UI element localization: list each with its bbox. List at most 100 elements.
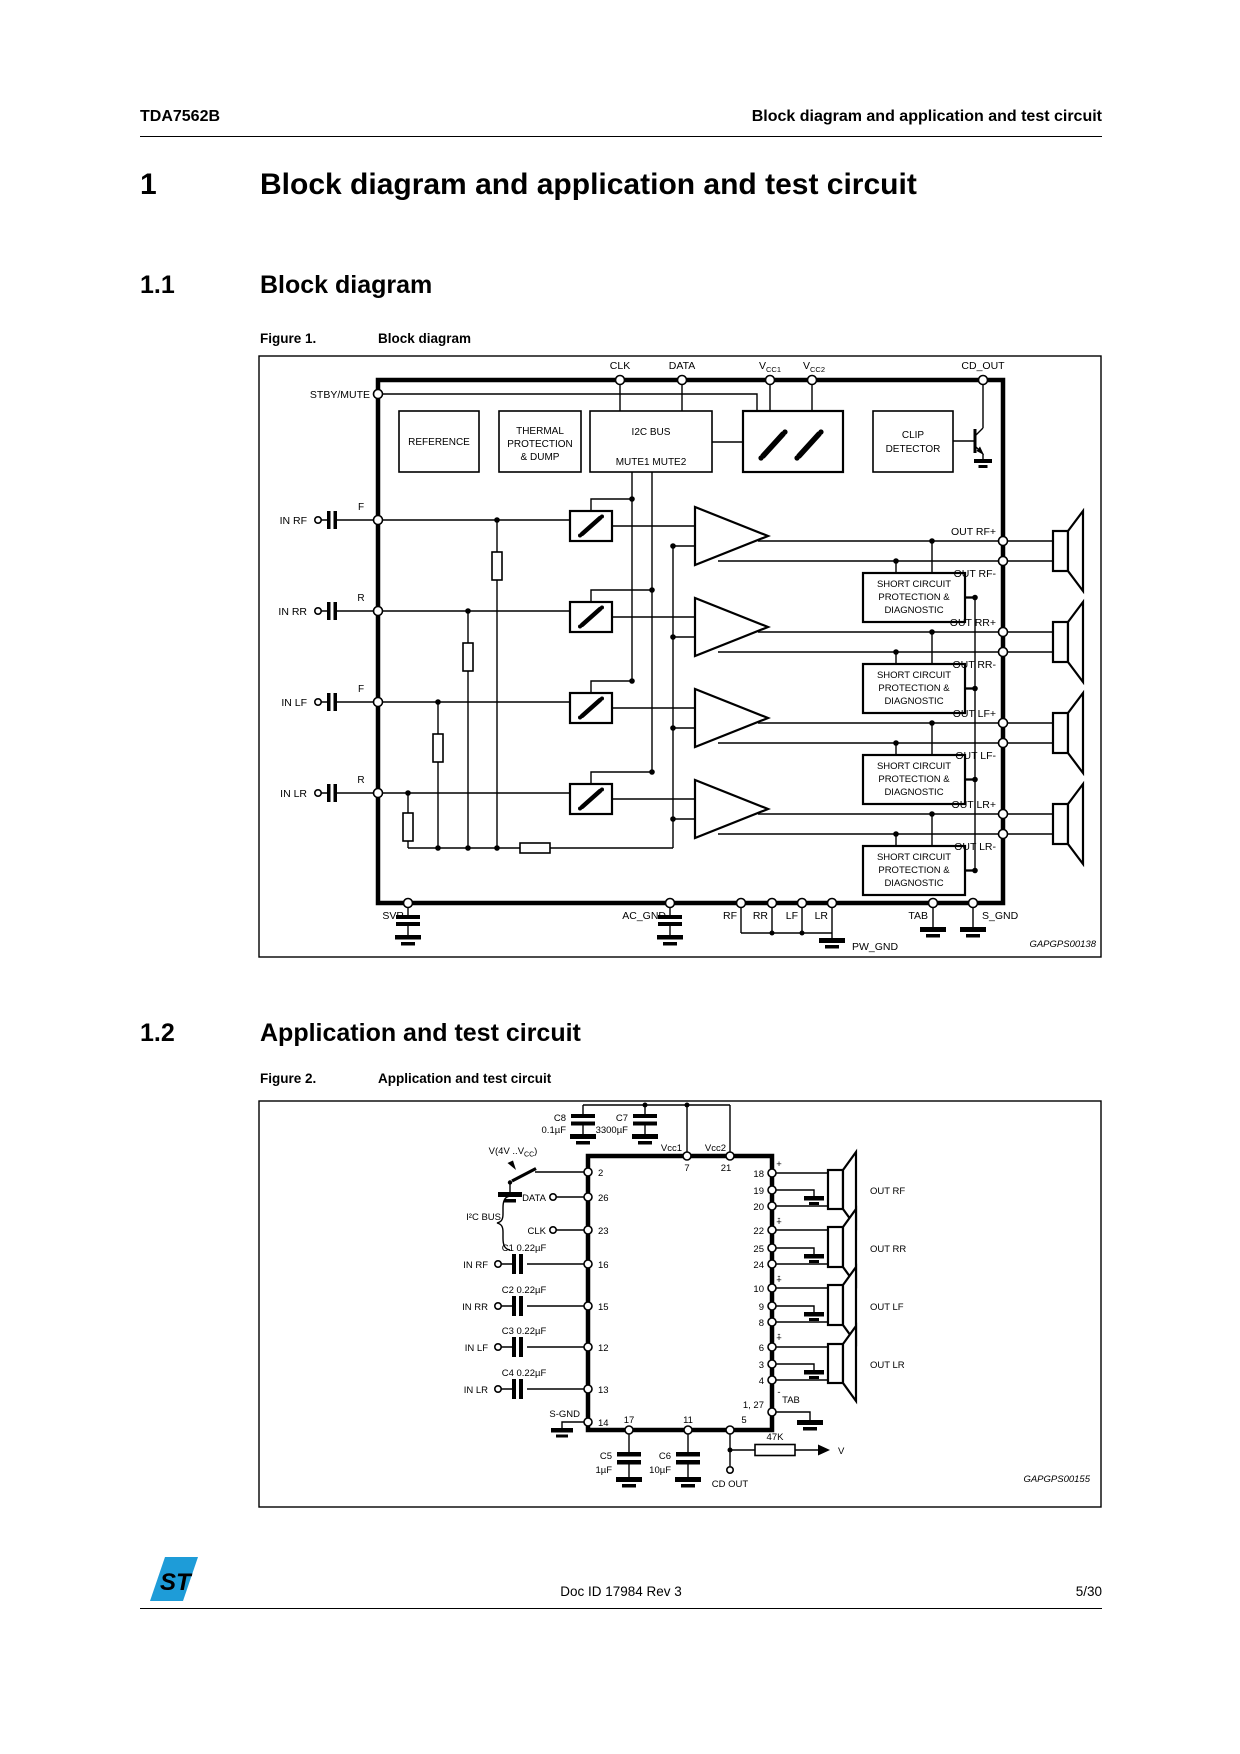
out-lf-minus-label: OUT LF-: [955, 750, 996, 762]
i2c-bus-label: I2C BUS: [632, 427, 671, 438]
header-product: TDA7562B: [140, 108, 221, 125]
v-label: V: [838, 1446, 845, 1457]
section1-title: Block diagram and application and test c…: [260, 168, 917, 201]
out-lr-minus-label: OUT LR-: [954, 841, 996, 853]
tab-pin-label: TAB: [908, 910, 928, 922]
data-pin-label: DATA: [669, 360, 695, 372]
clk-pin-label: CLK: [610, 360, 630, 372]
c5-name: C5: [600, 1451, 612, 1462]
acgnd-label: AC_GND: [622, 910, 666, 922]
pin15-number: 15: [598, 1302, 609, 1313]
section1-number: 1: [140, 168, 157, 201]
rr-pin-label: RR: [753, 910, 769, 922]
figure2-code: GAPGPS00155: [1023, 1474, 1090, 1485]
speaker-lf-icon: [1066, 689, 1085, 777]
output-lf: 10 9 8 + - OUT LF: [753, 1263, 904, 1347]
out-rr-plus-label: OUT RR+: [950, 617, 996, 629]
pin12-number: 12: [598, 1343, 609, 1354]
scp2-line3: DIAGNOSTIC: [884, 696, 943, 707]
rr-tag: R: [357, 593, 364, 604]
pin3-number: 3: [759, 1360, 764, 1371]
channel-rr: IN RR R SHORT CIRCUIT PROTECTION & DIAGN…: [278, 587, 1085, 715]
stby-mute-label: STBY/MUTE: [310, 389, 370, 401]
scp3-line2: PROTECTION &: [878, 774, 950, 785]
pin26-number: 26: [598, 1193, 609, 1204]
speaker-lr-icon: [1066, 780, 1085, 868]
in-lf2-label: IN LF: [465, 1343, 488, 1354]
pw-gnd-net: PW_GND: [740, 907, 899, 953]
acgnd-capacitor-icon: [657, 907, 683, 946]
i2c-bus-label: I²C BUS: [466, 1212, 501, 1223]
pin23-number: 23: [598, 1226, 609, 1237]
c5-capacitor-icon: [616, 1434, 642, 1488]
pin17-number: 17: [624, 1415, 635, 1426]
pin21-number: 21: [721, 1163, 732, 1174]
in-lf-label: IN LF: [281, 697, 307, 709]
svg-text:+: +: [776, 1333, 782, 1344]
vcc1-label: Vcc1: [661, 1143, 682, 1154]
reference-label: REFERENCE: [408, 437, 470, 448]
rf-tag: F: [358, 502, 364, 513]
figure1-caption: Block diagram: [378, 331, 472, 346]
scp1-line1: SHORT CIRCUIT: [877, 579, 951, 590]
pin16-number: 16: [598, 1260, 609, 1271]
pin4-number: 4: [759, 1376, 764, 1387]
svg-text:+: +: [776, 1275, 782, 1286]
svg-text:-: -: [777, 1271, 780, 1282]
pin19-number: 19: [753, 1186, 764, 1197]
header-chapter: Block diagram and application and test c…: [751, 108, 1102, 125]
supply-switch-block: [741, 409, 845, 474]
speaker-rf-icon: [1066, 507, 1085, 595]
lr-pin-label: LR: [815, 910, 829, 922]
pin9-number: 9: [759, 1302, 764, 1313]
sgnd-ground-icon: [960, 907, 986, 938]
figure1-block-diagram: REFERENCE THERMAL PROTECTION & DUMP I2C …: [258, 355, 1102, 958]
scp1-line3: DIAGNOSTIC: [884, 605, 943, 616]
stby-mute-wire: [382, 393, 758, 411]
figure1-code: GAPGPS00138: [1029, 939, 1096, 950]
out-lf-label: OUT LF: [870, 1302, 904, 1313]
pin6-number: 6: [759, 1343, 764, 1354]
c8-capacitor-icon: [570, 1105, 596, 1145]
c7-value: 3300µF: [596, 1125, 629, 1136]
c4-label: C4 0.22µF: [502, 1368, 547, 1379]
scp4-line3: DIAGNOSTIC: [884, 878, 943, 889]
tab-pin: 1, 27 TAB: [743, 1395, 823, 1431]
output-rr: 22 25 24 + - OUT RR: [753, 1205, 906, 1289]
vsource-label: V(4V ..VCC): [489, 1146, 538, 1159]
pin5-number: 5: [741, 1415, 746, 1426]
cd-out-net: 47K V CD OUT: [712, 1432, 845, 1490]
in-rf2-label: IN RF: [463, 1260, 488, 1271]
out-lf-plus-label: OUT LF+: [953, 708, 996, 720]
channel-lr: IN LR R SHORT CIRCUIT PROTECTION & DIAGN…: [280, 769, 1085, 897]
figure2-caption: Application and test circuit: [378, 1071, 552, 1086]
pin11-number: 11: [683, 1415, 693, 1426]
c5-value: 1µF: [595, 1465, 612, 1476]
out-rf-plus-label: OUT RF+: [951, 526, 996, 538]
i2c-bus-block: I2C BUS MUTE1 MUTE2: [589, 410, 713, 473]
figure1-caption-label: Figure 1.: [260, 331, 317, 346]
speaker-rr-icon: [1066, 598, 1085, 686]
output-rf: 18 19 20 + - OUT RF: [753, 1148, 905, 1231]
data-label: DATA: [522, 1193, 547, 1204]
scp2-line1: SHORT CIRCUIT: [877, 670, 951, 681]
st-logo-text: ST: [160, 1569, 193, 1596]
pin25-number: 25: [753, 1244, 764, 1255]
in-rr-label: IN RR: [278, 606, 307, 618]
c8-value: 0.1µF: [542, 1125, 567, 1136]
pin13-number: 13: [598, 1385, 609, 1396]
figure2-caption-label: Figure 2.: [260, 1071, 317, 1086]
cd-out-label: CD OUT: [712, 1479, 749, 1490]
amp-lf: [693, 687, 771, 749]
footer-doc-id: Doc ID 17984 Rev 3: [560, 1584, 682, 1599]
c7-name: C7: [616, 1113, 628, 1124]
rf-pin-label: RF: [723, 910, 737, 922]
lf-pin-label: LF: [786, 910, 798, 922]
svg-text:+: +: [776, 1217, 782, 1228]
figure2-application-circuit: C8 0.1µF C7 3300µF Vcc1 Vcc2 7 21 2: [258, 1100, 1102, 1508]
section1-2-number: 1.2: [140, 1019, 175, 1047]
pin20-number: 20: [753, 1202, 764, 1213]
switch-blade-icon: [511, 1167, 537, 1183]
amp-rr: [693, 596, 771, 658]
